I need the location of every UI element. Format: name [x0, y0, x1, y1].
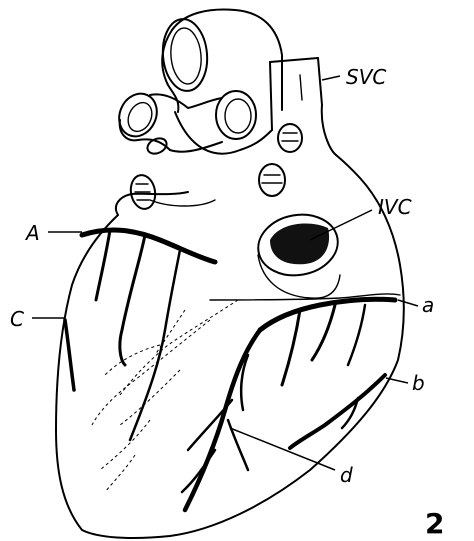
pulmonary-arteries: [112, 87, 256, 156]
inferior-vena-cava: [253, 209, 342, 299]
label-a-lower: a: [422, 293, 434, 317]
label-a-upper: A: [24, 221, 40, 245]
aortic-arch: [160, 10, 282, 112]
superior-vena-cava: [270, 58, 336, 155]
label-svc: SVC: [346, 65, 386, 89]
label-d: d: [340, 463, 353, 487]
pulmonary-veins: [128, 112, 302, 211]
label-c: C: [10, 307, 24, 331]
figure-number: 2: [425, 507, 444, 540]
label-b: b: [412, 371, 425, 395]
label-ivc: IVC: [378, 195, 412, 219]
